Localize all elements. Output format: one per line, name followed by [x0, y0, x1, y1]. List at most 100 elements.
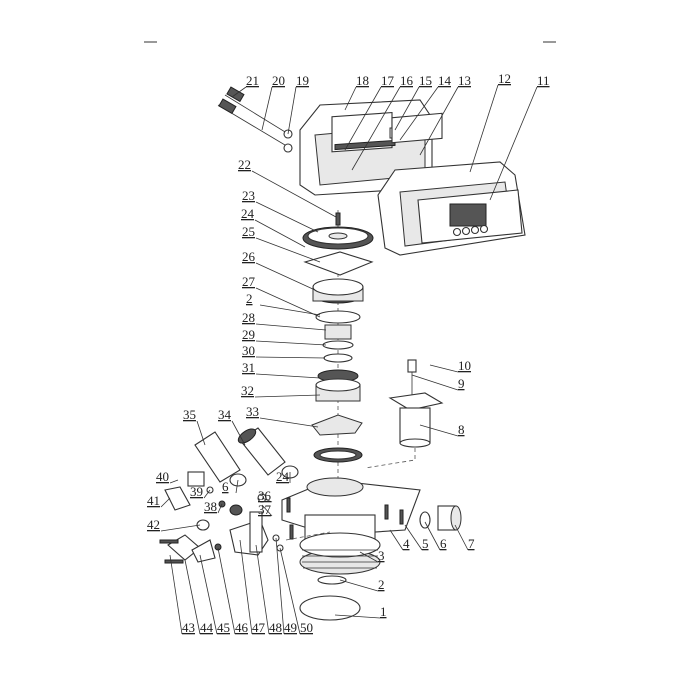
callout-41: 41 [147, 493, 160, 508]
leader-line [169, 479, 179, 484]
leader-line [231, 420, 246, 446]
leader-line [217, 547, 236, 635]
callout-16: 16 [400, 73, 414, 88]
callout-39: 39 [190, 484, 203, 499]
leader-line [399, 86, 439, 141]
leader-line [235, 479, 239, 494]
callout-15: 15 [419, 73, 432, 88]
leader-line [160, 524, 201, 532]
callout-49: 49 [284, 620, 297, 635]
callout-34: 34 [218, 407, 232, 422]
callout-7: 7 [468, 536, 475, 551]
callout-11: 11 [537, 73, 550, 88]
leader-line [259, 417, 319, 428]
leader-line [429, 364, 459, 373]
callout-38: 38 [204, 499, 217, 514]
leader-line [255, 201, 319, 233]
callout-13: 13 [458, 73, 471, 88]
callout-17: 17 [381, 73, 395, 88]
callout-32: 32 [241, 383, 254, 398]
callout-1: 1 [380, 604, 387, 619]
bypass-pipes [194, 427, 299, 487]
leader-line [287, 86, 297, 135]
leader-line [419, 86, 459, 156]
leader-line [469, 84, 499, 173]
valve-body [281, 477, 462, 621]
callout-23: 23 [242, 188, 255, 203]
cables [217, 86, 293, 153]
leader-line [251, 170, 337, 218]
leader-line [255, 323, 327, 331]
callout-8: 8 [458, 422, 465, 437]
callout-43: 43 [182, 620, 195, 635]
callout-3: 3 [378, 548, 385, 563]
leader-line [255, 340, 327, 346]
leader-line [334, 614, 381, 619]
callout-30: 30 [242, 343, 255, 358]
callout-27: 27 [242, 274, 256, 289]
display-board [391, 112, 443, 144]
callout-35: 35 [183, 407, 196, 422]
leader-line [255, 237, 321, 263]
leader-line [231, 86, 247, 98]
leader-line [199, 554, 218, 635]
leader-line [184, 559, 201, 635]
leader-line [160, 497, 171, 508]
leader-line [351, 86, 401, 171]
leader-line [259, 304, 321, 316]
callout-4: 4 [403, 536, 410, 551]
leader-line [203, 489, 211, 499]
callout-14: 14 [438, 73, 452, 88]
callout-5: 5 [422, 536, 429, 551]
callout-6: 6 [440, 536, 447, 551]
leader-line [394, 86, 420, 131]
leader-line [279, 547, 301, 635]
leader-line [255, 262, 316, 291]
leader-line [389, 529, 404, 551]
callout-48: 48 [269, 620, 282, 635]
gear-and-disks [302, 210, 374, 480]
callout-2: 2 [246, 291, 253, 306]
callout-10: 10 [458, 358, 471, 373]
leader-line [359, 551, 379, 563]
callout-42: 42 [147, 517, 160, 532]
leader-line [255, 287, 321, 318]
leader-line [419, 424, 459, 437]
leader-line [254, 394, 321, 398]
leader-line [169, 554, 183, 635]
leader-line [261, 497, 273, 503]
callout-50: 50 [300, 620, 313, 635]
leader-line [411, 374, 459, 391]
callout-37: 37 [258, 502, 272, 517]
callout-40: 40 [156, 469, 169, 484]
leader-line [424, 521, 441, 551]
callout-2: 2 [378, 577, 385, 592]
callout-44: 44 [200, 620, 214, 635]
callout-18: 18 [356, 73, 369, 88]
leader-line [255, 356, 326, 359]
leader-line [255, 544, 270, 635]
leader-line [239, 539, 253, 635]
leader-line [454, 524, 469, 551]
callout-24: 24 [241, 206, 255, 221]
callout-45: 45 [217, 620, 230, 635]
leader-line [261, 504, 273, 517]
callout-36: 36 [258, 488, 272, 503]
callout-24: 24 [276, 469, 290, 484]
leader-line [344, 86, 382, 151]
callout-12: 12 [498, 71, 511, 86]
callout-21: 21 [246, 73, 259, 88]
callout-9: 9 [458, 376, 465, 391]
leader-line [404, 524, 423, 551]
front-cover [377, 161, 526, 256]
callout-29: 29 [242, 327, 255, 342]
motor [364, 359, 444, 469]
callout-19: 19 [296, 73, 309, 88]
callout-33: 33 [246, 404, 259, 419]
leader-line [196, 420, 206, 446]
callout-26: 26 [242, 249, 256, 264]
callout-46: 46 [235, 620, 249, 635]
callout-6: 6 [222, 479, 229, 494]
